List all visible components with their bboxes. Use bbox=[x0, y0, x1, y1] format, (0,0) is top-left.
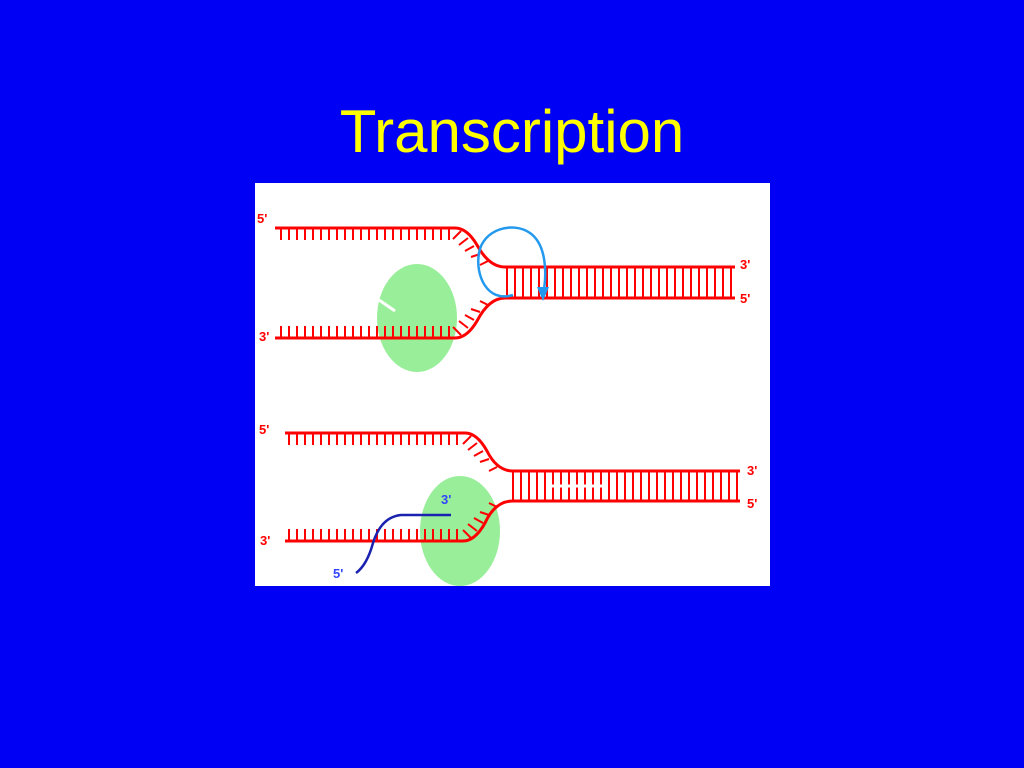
polymerase-blob-top bbox=[377, 264, 457, 372]
rungs-bottom bbox=[288, 433, 738, 541]
rungs-bottom-fork bbox=[462, 435, 498, 539]
rungs-top bbox=[280, 228, 732, 338]
bottom-label-5-left: 5' bbox=[259, 422, 269, 437]
dna-bottom-strand-a bbox=[285, 431, 740, 473]
rungs-top-duplex bbox=[506, 267, 732, 298]
enzyme-highlight-top bbox=[378, 298, 396, 313]
top-label-3-right: 3' bbox=[740, 257, 750, 272]
rungs-top-b bbox=[280, 326, 450, 338]
transcription-diagram: 5' 3' 3' 5' 5' 3' 3' 5' 3' 5' bbox=[255, 183, 770, 586]
dna-bottom-strand-b bbox=[285, 499, 740, 543]
bottom-label-5-right: 5' bbox=[747, 496, 757, 511]
rungs-bottom-duplex bbox=[512, 471, 738, 501]
top-label-3-left: 3' bbox=[259, 329, 269, 344]
slide-title: Transcription bbox=[339, 98, 685, 165]
top-panel: 5' 3' 3' 5' bbox=[257, 211, 750, 372]
polymerase-blob-bottom bbox=[420, 476, 500, 586]
rungs-top-fork bbox=[452, 230, 489, 336]
rungs-top-a bbox=[280, 228, 450, 240]
dna-top-strand-a bbox=[275, 226, 735, 269]
rungs-bottom-a bbox=[288, 433, 458, 445]
dna-top-strand-b bbox=[275, 296, 735, 340]
top-label-5-right: 5' bbox=[740, 291, 750, 306]
diagram-canvas: 5' 3' 3' 5' 5' 3' 3' 5' 3' 5' bbox=[257, 211, 757, 586]
top-label-5-left: 5' bbox=[257, 211, 267, 226]
rotation-arrow-head bbox=[537, 287, 549, 301]
bottom-label-3-left: 3' bbox=[260, 533, 270, 548]
rna-label-3: 3' bbox=[441, 492, 451, 507]
bottom-label-3-right: 3' bbox=[747, 463, 757, 478]
rna-label-5: 5' bbox=[333, 566, 343, 581]
rna-transcript bbox=[355, 513, 451, 575]
rotation-arrow-back bbox=[477, 226, 547, 298]
bottom-panel: 5' 3' 3' 5' 3' 5' bbox=[259, 422, 757, 586]
rungs-bottom-b bbox=[288, 529, 458, 541]
